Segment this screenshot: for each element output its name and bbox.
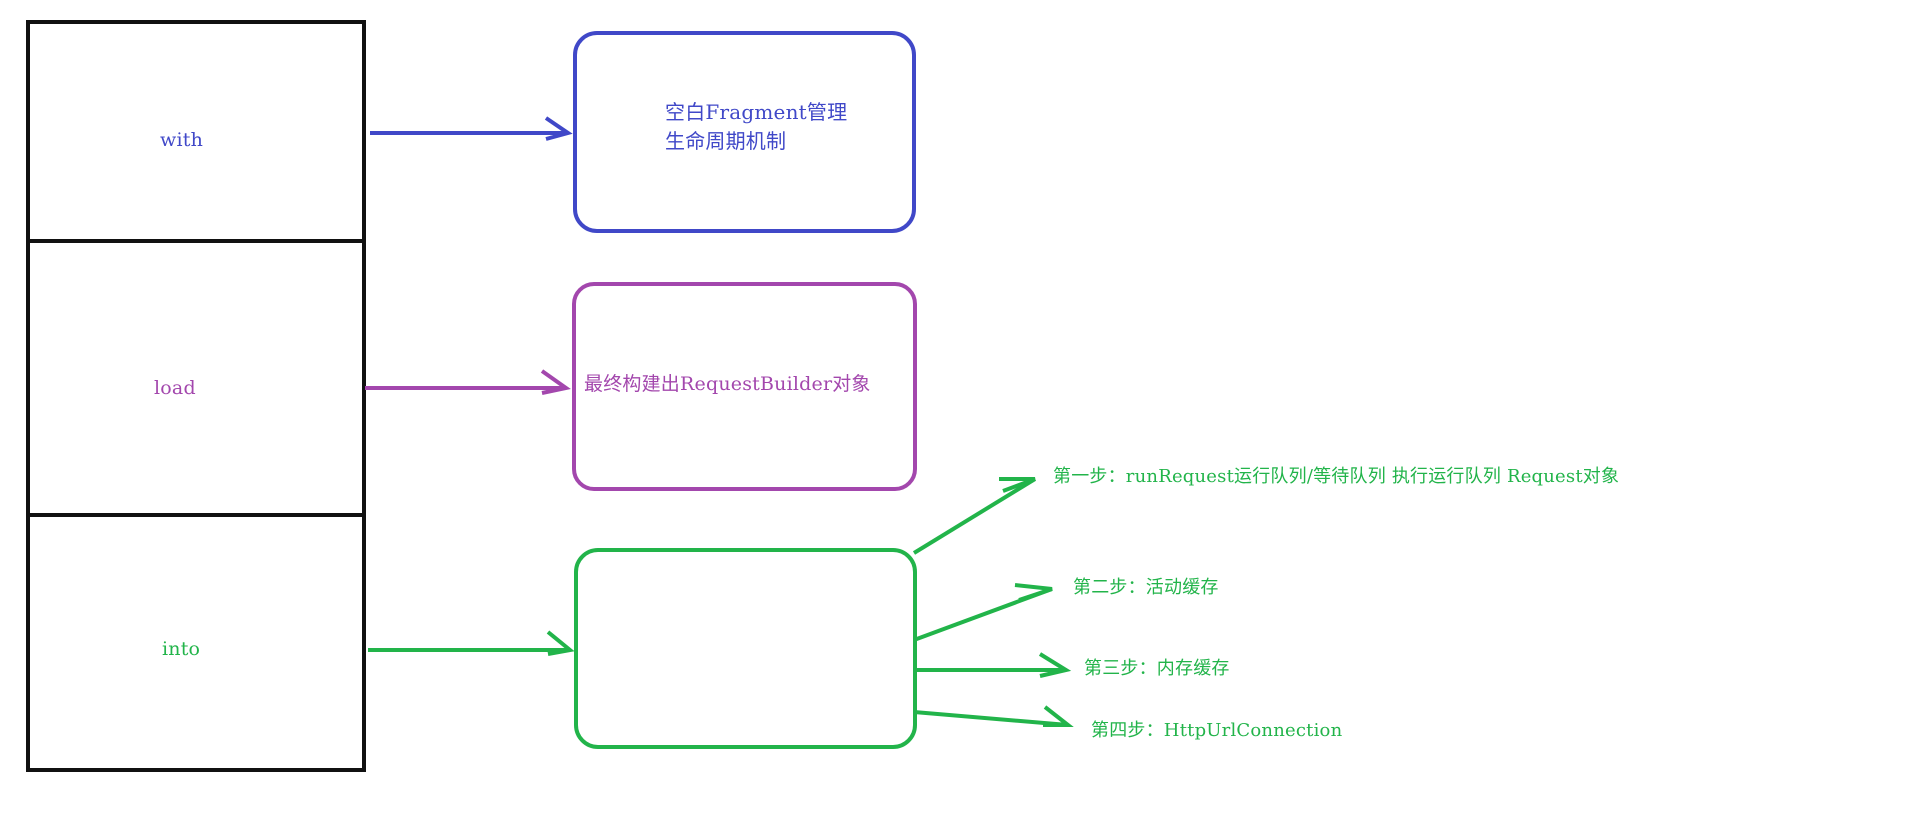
with-box-text-line-1: 空白Fragment管理 [665, 100, 848, 124]
with-arrow [370, 116, 573, 141]
step-label-2: 第二步：活动缓存 [1073, 577, 1219, 598]
left-stack-outline [26, 20, 366, 772]
step-arrow-4 [913, 705, 1074, 727]
load-box-text: 最终构建出RequestBuilder对象 [584, 373, 871, 395]
step-arrow-1 [912, 477, 1037, 555]
step-arrow-2 [913, 583, 1053, 642]
into-box [574, 548, 917, 749]
step-label-4: 第四步：HttpUrlConnection [1091, 720, 1343, 741]
left-stack [26, 20, 366, 772]
load-arrow [365, 369, 571, 395]
with-label: with [160, 129, 204, 151]
load-box [572, 282, 917, 491]
step-label-3: 第三步：内存缓存 [1084, 658, 1230, 679]
into-arrow [368, 630, 575, 656]
with-box-text-line-2: 生命周期机制 [665, 129, 787, 153]
with-box [573, 31, 916, 233]
load-label: load [154, 377, 196, 399]
step-label-1: 第一步：runRequest运行队列/等待队列 执行运行队列 Request对象 [1053, 466, 1620, 487]
step-arrow-3 [914, 652, 1072, 678]
into-label: into [162, 638, 201, 660]
